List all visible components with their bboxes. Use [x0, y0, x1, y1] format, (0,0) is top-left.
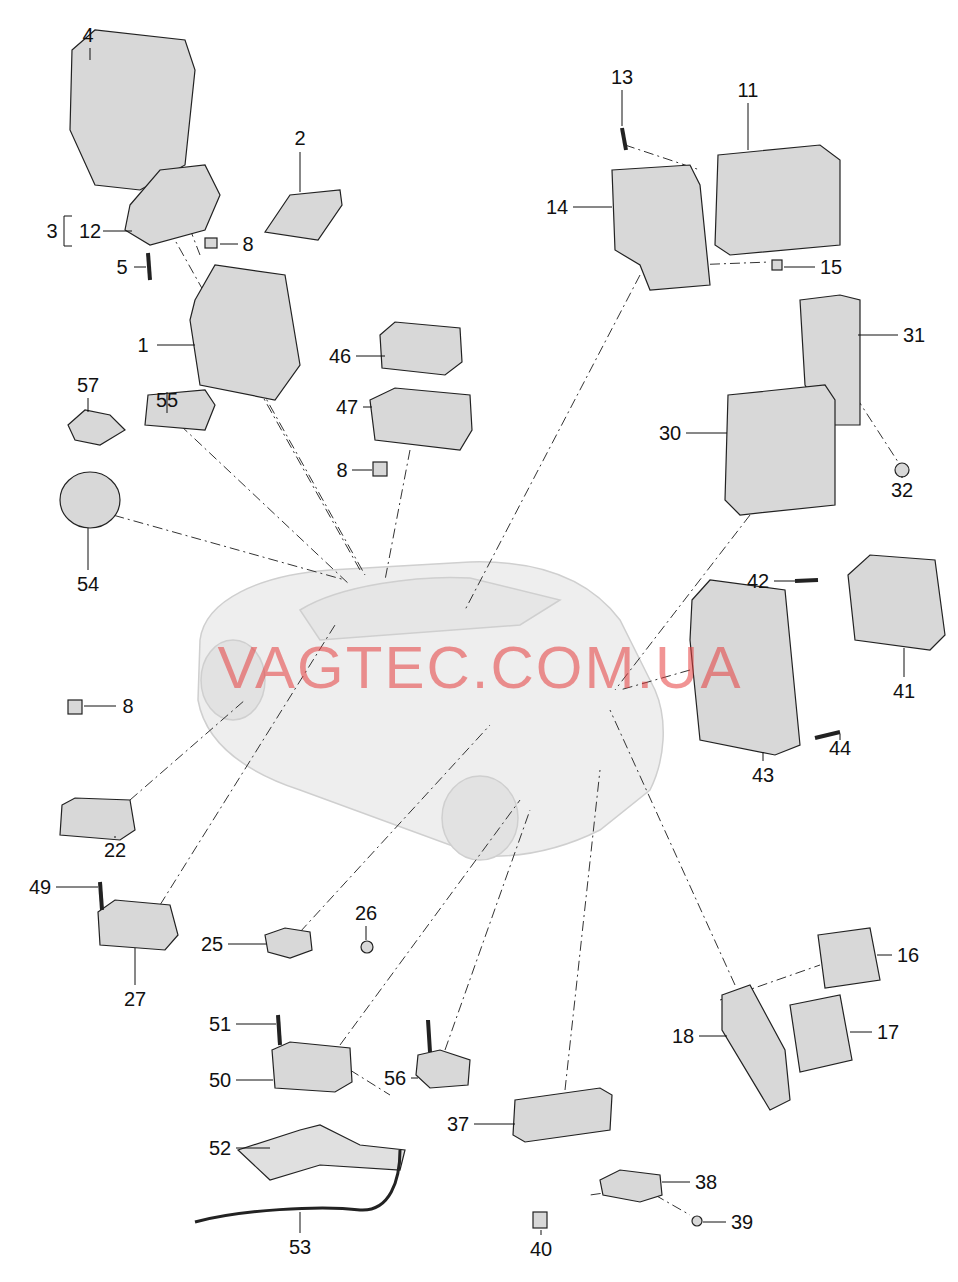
- callout-number: 27: [124, 989, 146, 1009]
- callout-number: 8: [242, 234, 253, 254]
- callout-number: 44: [829, 738, 851, 758]
- callout-number: 46: [329, 346, 351, 366]
- callout-number: 4: [82, 25, 93, 45]
- callout-number: 52: [209, 1138, 231, 1158]
- callout-number: 14: [546, 197, 568, 217]
- callout-number: 47: [336, 397, 358, 417]
- callout-number: 41: [893, 681, 915, 701]
- callout-number: 51: [209, 1014, 231, 1034]
- callout-number: 40: [530, 1239, 552, 1259]
- callout-number: 54: [77, 574, 99, 594]
- callout-number: 8: [336, 460, 347, 480]
- callout-number: 3: [46, 221, 57, 241]
- callout-number: 55: [156, 390, 178, 410]
- callout-number: 26: [355, 903, 377, 923]
- callout-number: 32: [891, 480, 913, 500]
- callout-number: 13: [611, 67, 633, 87]
- callout-number: 39: [731, 1212, 753, 1232]
- callout-number: 49: [29, 877, 51, 897]
- callout-number: 50: [209, 1070, 231, 1090]
- callout-number: 25: [201, 934, 223, 954]
- callout-number: 18: [672, 1026, 694, 1046]
- callout-number: 12: [79, 221, 101, 241]
- callout-number: 38: [695, 1172, 717, 1192]
- callout-number: 57: [77, 375, 99, 395]
- callout-number: 11: [738, 80, 759, 100]
- callout-number: 17: [877, 1022, 899, 1042]
- callout-number: 37: [447, 1114, 469, 1134]
- callout-number: 56: [384, 1068, 406, 1088]
- callout-number: 30: [659, 423, 681, 443]
- callout-number: 42: [747, 571, 769, 591]
- callout-number: 53: [289, 1237, 311, 1257]
- callout-number: 43: [752, 765, 774, 785]
- callout-number: 2: [294, 128, 305, 148]
- callout-number: 1: [137, 335, 148, 355]
- callout-number: 8: [122, 696, 133, 716]
- callout-number: 31: [903, 325, 925, 345]
- callout-number: 22: [104, 840, 126, 860]
- callout-number: 5: [116, 257, 127, 277]
- callout-number: 15: [820, 257, 842, 277]
- watermark: VAGTEC.COM.UA: [218, 638, 743, 698]
- callout-number: 16: [897, 945, 919, 965]
